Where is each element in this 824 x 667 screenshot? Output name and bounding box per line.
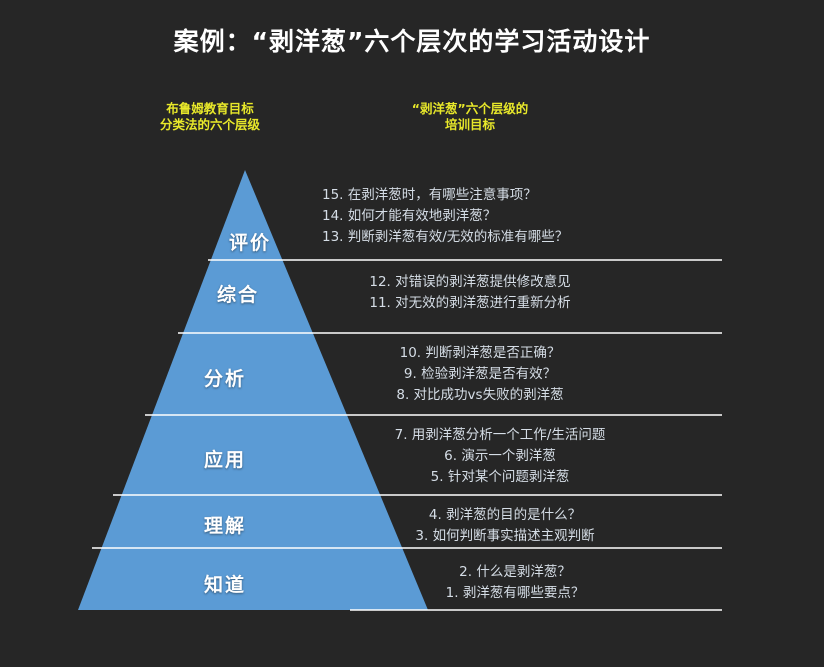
column-header-onion-line1: “剥洋葱”六个层级的 — [411, 101, 529, 116]
objectives-analyze: 10. 判断剥洋葱是否正确？ 9. 检验剥洋葱是否有效？ 8. 对比成功vs失败… — [330, 343, 630, 406]
objective-item: 12. 对错误的剥洋葱提供修改意见 — [369, 274, 571, 290]
column-header-bloom-line1: 布鲁姆教育目标 — [166, 101, 254, 116]
pyramid-level-label-evaluate: 评价 — [228, 232, 271, 254]
objective-item: 9. 检验剥洋葱是否有效？ — [403, 366, 557, 382]
column-header-onion-line2: 培训目标 — [444, 117, 495, 132]
objectives-evaluate: 15. 在剥洋葱时，有哪些注意事项？ 14. 如何才能有效地剥洋葱？ 13. 判… — [322, 185, 568, 248]
objective-item: 10. 判断剥洋葱是否正确？ — [399, 345, 561, 361]
page-title: 案例：“剥洋葱”六个层次的学习活动设计 — [173, 27, 651, 56]
objective-item: 3. 如何判断事实描述主观判断 — [415, 528, 595, 544]
objective-item: 1. 剥洋葱有哪些要点？ — [445, 585, 585, 601]
objective-item: 5. 针对某个问题剥洋葱 — [430, 469, 570, 485]
objective-item: 11. 对无效的剥洋葱进行重新分析 — [369, 295, 571, 311]
pyramid-level-label-synthesize: 综合 — [216, 284, 259, 306]
column-header-bloom: 布鲁姆教育目标 分类法的六个层级 — [110, 101, 310, 133]
column-header-bloom-line2: 分类法的六个层级 — [159, 117, 260, 132]
objective-item: 14. 如何才能有效地剥洋葱？ — [322, 208, 497, 224]
objectives-know: 2. 什么是剥洋葱？ 1. 剥洋葱有哪些要点？ — [375, 562, 655, 604]
objective-item: 8. 对比成功vs失败的剥洋葱 — [396, 387, 564, 403]
objective-item: 6. 演示一个剥洋葱 — [444, 448, 556, 464]
objective-item: 13. 判断剥洋葱有效/无效的标准有哪些？ — [322, 229, 569, 245]
column-header-onion: “剥洋葱”六个层级的 培训目标 — [360, 101, 580, 133]
objectives-understand: 4. 剥洋葱的目的是什么？ 3. 如何判断事实描述主观判断 — [355, 505, 655, 547]
pyramid-level-label-understand: 理解 — [203, 515, 246, 537]
objectives-apply: 7. 用剥洋葱分析一个工作/生活问题 6. 演示一个剥洋葱 5. 针对某个问题剥… — [345, 425, 655, 488]
pyramid-level-label-apply: 应用 — [203, 449, 246, 471]
pyramid-level-label-analyze: 分析 — [203, 368, 246, 390]
objective-item: 7. 用剥洋葱分析一个工作/生活问题 — [394, 427, 606, 443]
pyramid-level-label-know: 知道 — [203, 574, 246, 596]
objectives-synthesize: 12. 对错误的剥洋葱提供修改意见 11. 对无效的剥洋葱进行重新分析 — [315, 272, 625, 314]
objective-item: 15. 在剥洋葱时，有哪些注意事项？ — [322, 187, 537, 203]
objective-item: 4. 剥洋葱的目的是什么？ — [428, 507, 582, 523]
objective-item: 2. 什么是剥洋葱？ — [459, 564, 571, 580]
